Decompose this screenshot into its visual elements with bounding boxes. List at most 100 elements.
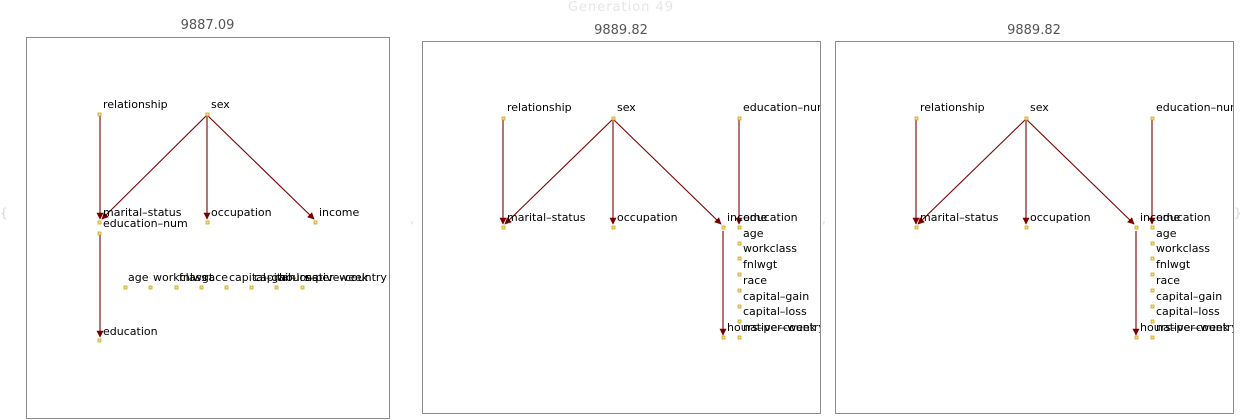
node-age[interactable]	[123, 285, 128, 290]
node-education-num[interactable]	[97, 231, 102, 236]
node-hours-per-week[interactable]	[274, 285, 279, 290]
node-occupation[interactable]	[611, 225, 616, 230]
node-relationship[interactable]	[914, 116, 919, 121]
panel-3-network: relationship sex education–num marital–s…	[912, 101, 1234, 340]
panel-2-score: 9889.82	[594, 23, 648, 38]
node-relationship[interactable]	[97, 112, 102, 117]
node-age[interactable]	[737, 241, 742, 246]
label-capital-gain: capital–gain	[743, 290, 809, 303]
node-capital-loss[interactable]	[249, 285, 254, 290]
label-education: education	[1156, 211, 1211, 224]
left-scroll-hint: {	[0, 206, 8, 220]
gap-hint-2: ,	[822, 212, 826, 226]
label-marital-status: marital–status	[507, 211, 586, 224]
label-fnlwgt: fnlwgt	[743, 258, 778, 271]
node-age[interactable]	[1150, 241, 1155, 246]
panel-1-graph[interactable]: relationship sex marital–status occupati…	[26, 37, 390, 419]
node-race[interactable]	[199, 285, 204, 290]
label-occupation: occupation	[617, 211, 678, 224]
node-fnlwgt[interactable]	[1150, 272, 1155, 277]
node-sex[interactable]	[205, 112, 210, 117]
label-capital-gain: capital–gain	[1156, 290, 1222, 303]
node-education[interactable]	[97, 338, 102, 343]
label-income: income	[1140, 211, 1181, 224]
node-capital-gain[interactable]	[224, 285, 229, 290]
node-hours-per-week[interactable]	[721, 335, 726, 340]
panel-1-score: 9887.09	[180, 18, 235, 33]
edge-sex-income	[612, 118, 722, 225]
label-native-country: native–country	[743, 321, 821, 334]
label-sex: sex	[211, 98, 230, 111]
label-occupation: occupation	[1030, 211, 1091, 224]
node-education-num[interactable]	[1150, 116, 1155, 121]
node-education[interactable]	[1150, 225, 1155, 230]
label-workclass: workclass	[1156, 242, 1210, 255]
node-fnlwgt[interactable]	[174, 285, 179, 290]
node-workclass[interactable]	[148, 285, 153, 290]
panel-1-network: relationship sex marital–status occupati…	[96, 98, 387, 343]
label-workclass: workclass	[153, 271, 207, 284]
label-workclass: workclass	[743, 242, 797, 255]
generation-title: Generation 49	[567, 0, 675, 15]
label-race: race	[204, 271, 228, 284]
label-age: age	[743, 227, 764, 240]
label-fnlwgt: fnlwgt	[1156, 258, 1191, 271]
label-education: education	[743, 211, 798, 224]
label-marital-status: marital–status	[920, 211, 999, 224]
label-income: income	[727, 211, 768, 224]
label-sex: sex	[1030, 101, 1049, 114]
label-hours-per-week: hours–per–week	[727, 321, 817, 334]
label-native-country: native–country	[305, 271, 387, 284]
label-capital-loss: capital–loss	[254, 271, 318, 284]
label-race: race	[1156, 274, 1180, 287]
node-income[interactable]	[313, 220, 318, 225]
node-race[interactable]	[1150, 288, 1155, 293]
edge-sex-marital	[101, 114, 208, 220]
label-capital-loss: capital–loss	[1156, 305, 1220, 318]
label-education: education	[103, 325, 158, 338]
node-capital-loss[interactable]	[1150, 319, 1155, 324]
label-marital-status: marital–status	[103, 206, 182, 219]
edge-sex-marital	[917, 118, 1027, 225]
node-capital-gain[interactable]	[1150, 304, 1155, 309]
node-native-country[interactable]	[300, 285, 305, 290]
node-native-country[interactable]	[1150, 335, 1155, 340]
node-marital-status[interactable]	[501, 225, 506, 230]
label-hours-per-week: hours–per–week	[279, 271, 369, 284]
node-marital-status[interactable]	[914, 225, 919, 230]
node-fnlwgt[interactable]	[737, 272, 742, 277]
label-income: income	[319, 206, 360, 219]
panel-3-score: 9889.82	[1007, 23, 1061, 38]
label-native-country: native–country	[1156, 321, 1234, 334]
node-sex[interactable]	[1024, 116, 1029, 121]
label-fnlwgt: fnlwgt	[179, 271, 214, 284]
panel-2-network: relationship sex education–num marital–s…	[499, 101, 821, 340]
node-education[interactable]	[737, 225, 742, 230]
label-relationship: relationship	[103, 98, 168, 111]
node-workclass[interactable]	[737, 256, 742, 261]
node-hours-per-week[interactable]	[1134, 335, 1139, 340]
node-native-country[interactable]	[737, 335, 742, 340]
node-income[interactable]	[721, 225, 726, 230]
panel-3-graph[interactable]: relationship sex education–num marital–s…	[835, 41, 1234, 414]
label-relationship: relationship	[920, 101, 985, 114]
node-income[interactable]	[1134, 225, 1139, 230]
label-capital-gain: capital–gain	[229, 271, 295, 284]
node-workclass[interactable]	[1150, 256, 1155, 261]
node-marital-status[interactable]	[97, 220, 102, 225]
label-hours-per-week: hours–per–week	[1140, 321, 1230, 334]
node-education-num[interactable]	[737, 116, 742, 121]
label-capital-loss: capital–loss	[743, 305, 807, 318]
edge-sex-marital	[504, 118, 614, 225]
node-occupation[interactable]	[1024, 225, 1029, 230]
node-sex[interactable]	[611, 116, 616, 121]
node-occupation[interactable]	[205, 220, 210, 225]
node-capital-gain[interactable]	[737, 304, 742, 309]
node-capital-loss[interactable]	[737, 319, 742, 324]
label-age: age	[128, 271, 149, 284]
edge-sex-income	[1025, 118, 1135, 225]
node-relationship[interactable]	[501, 116, 506, 121]
node-race[interactable]	[737, 288, 742, 293]
panel-2-graph[interactable]: relationship sex education–num marital–s…	[422, 41, 821, 414]
gap-hint-1: ,	[410, 212, 414, 226]
